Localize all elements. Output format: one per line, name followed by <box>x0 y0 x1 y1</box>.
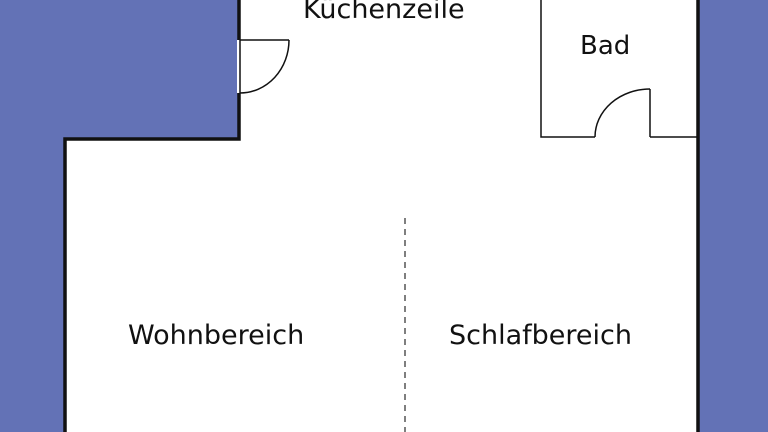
room-label-sleeping: Schlafbereich <box>449 320 632 351</box>
outside-area-right <box>698 0 768 432</box>
bathroom-wall <box>540 0 697 138</box>
room-label-living: Wohnbereich <box>128 320 305 351</box>
kitchen-door[interactable] <box>237 39 290 94</box>
bathroom-door[interactable] <box>594 88 651 138</box>
outside-area-left <box>0 0 239 432</box>
room-label-bath: Bad <box>580 31 631 61</box>
room-label-kitchen: Küchenzeile <box>303 0 465 25</box>
